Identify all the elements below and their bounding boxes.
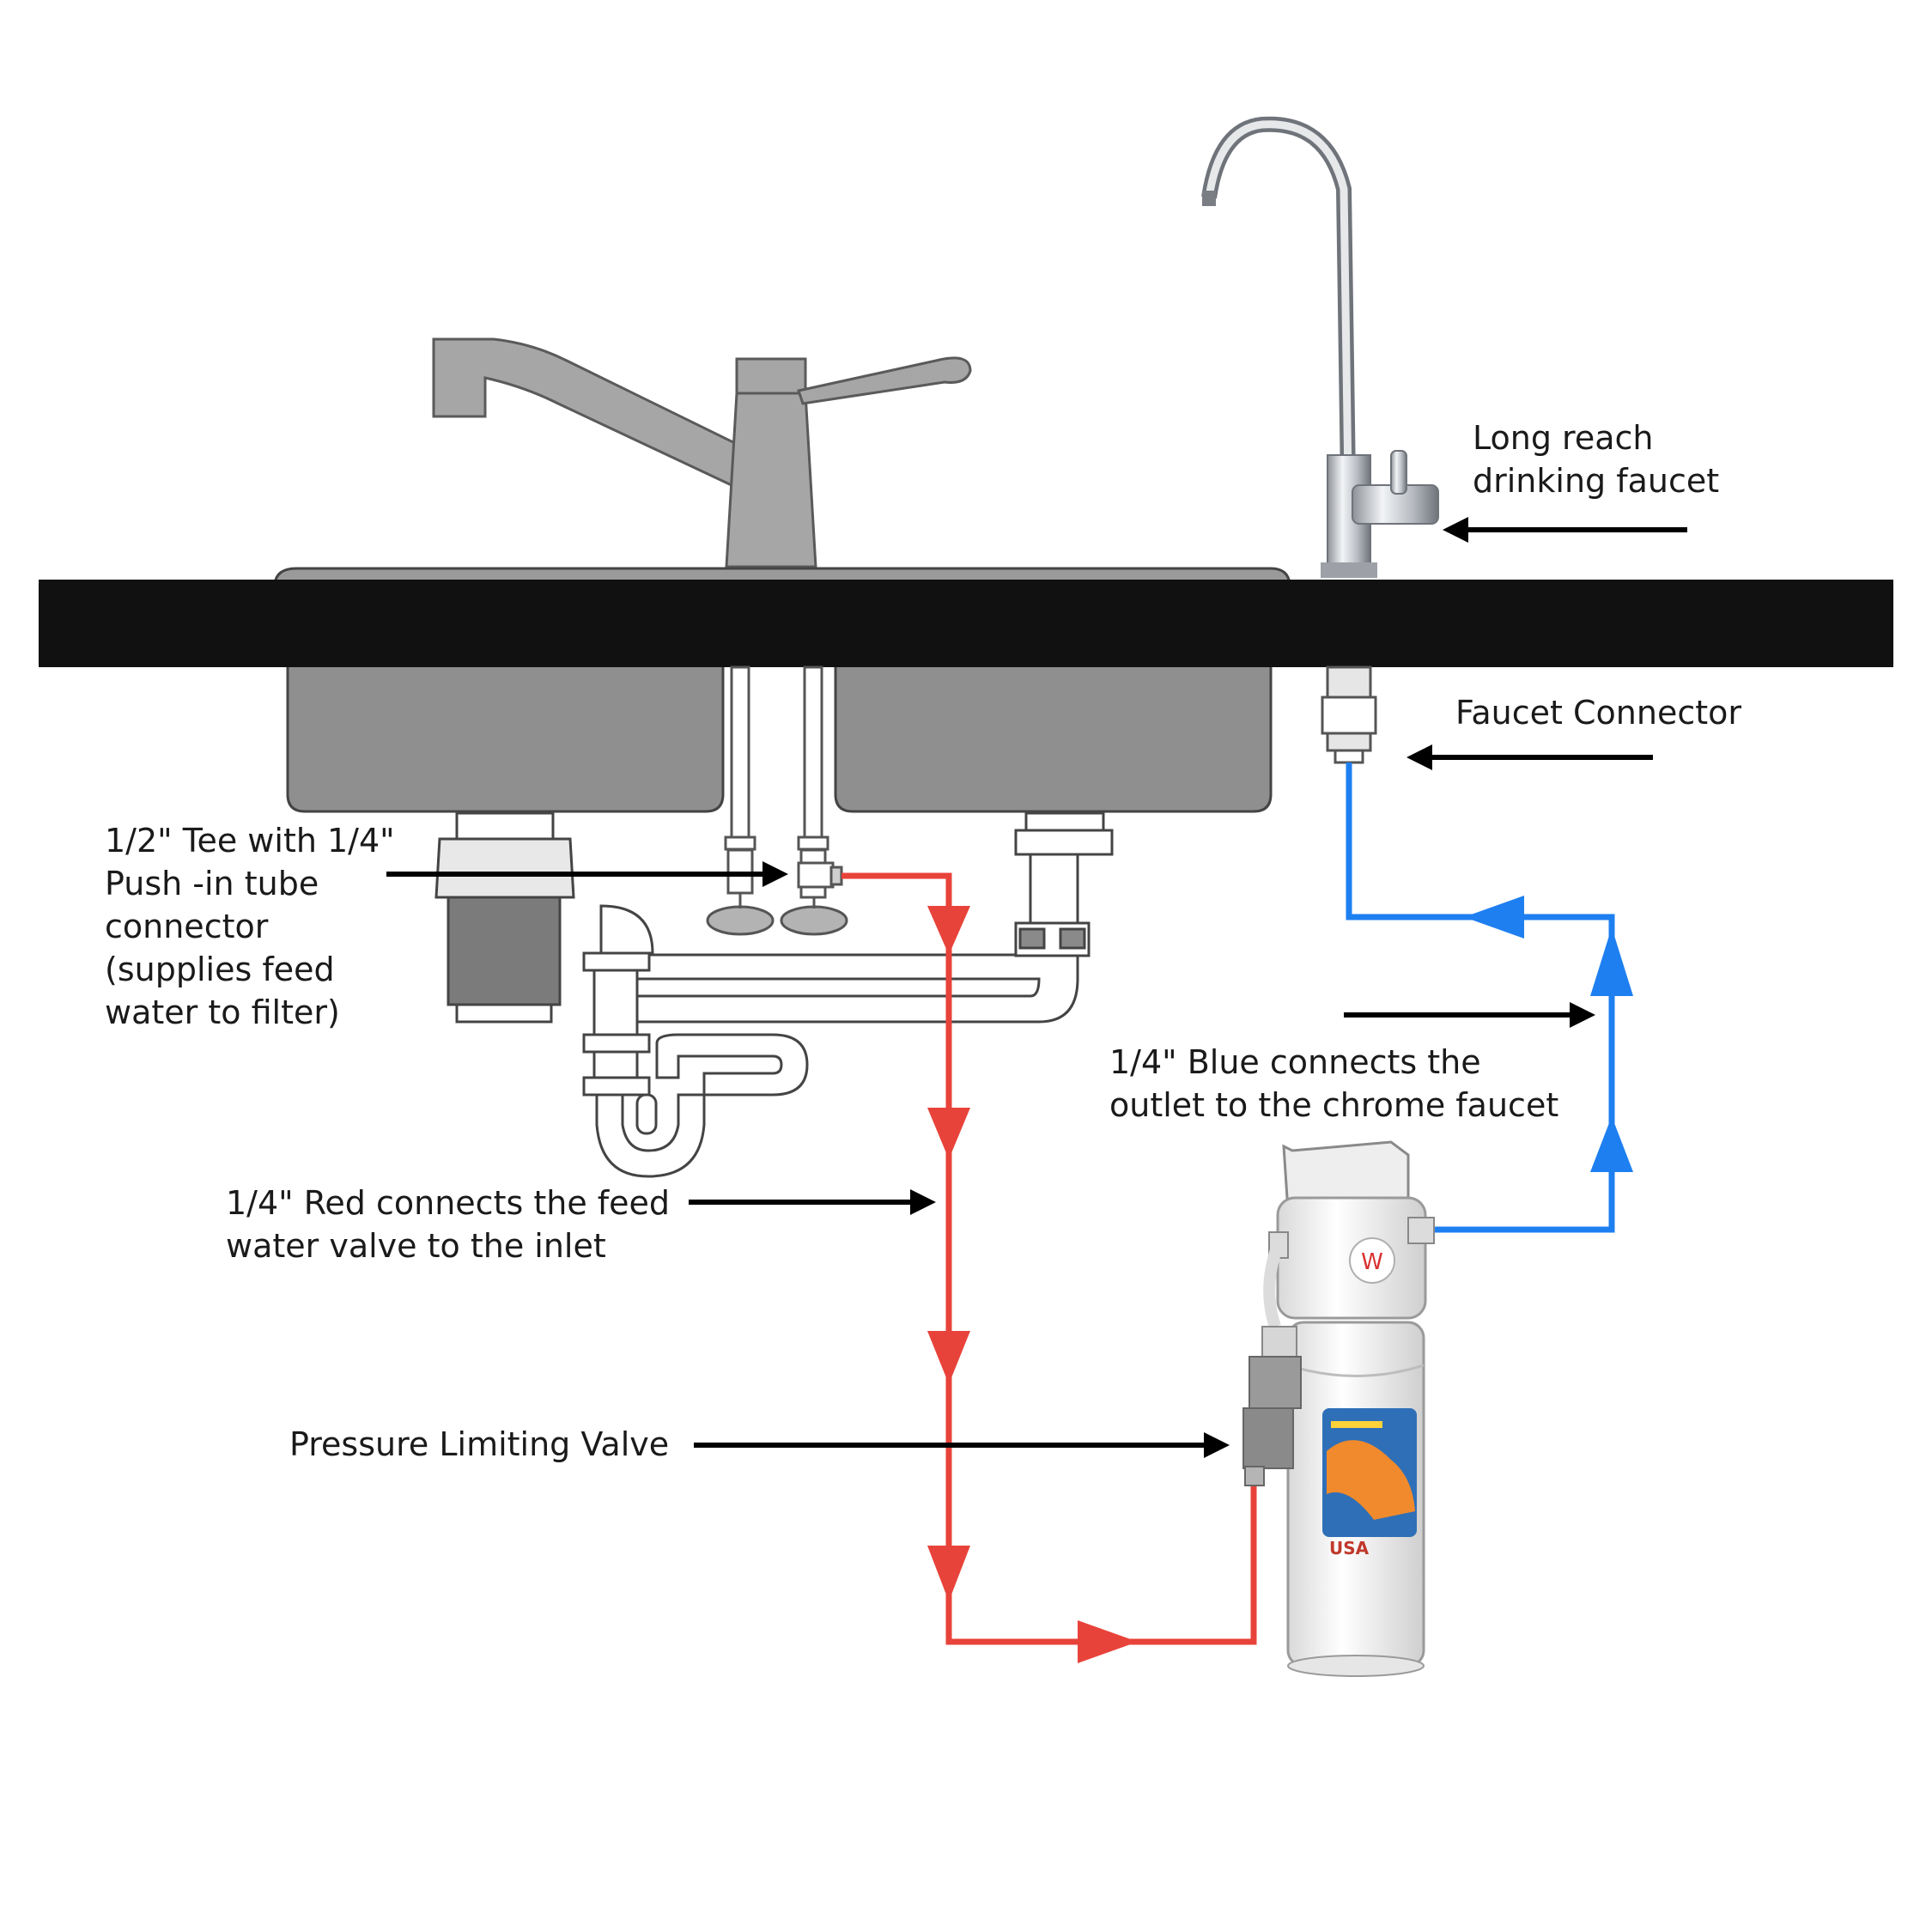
label-line: connector [105,908,269,945]
label-line: Push -in tube [105,865,319,902]
label-line: water to filter) [105,993,340,1031]
supply-lines [706,665,848,936]
label-pressure-valve: Pressure Limiting Valve [289,1423,669,1466]
red-flow-arrow [927,1546,970,1601]
blue-flow-arrows [1464,896,1633,1172]
red-flow-arrows [927,906,1138,1663]
pointer-arrowhead [1570,1002,1595,1028]
pointer-arrowhead [1204,1432,1230,1458]
pointer-arrowhead [910,1189,936,1215]
label-blue-tube: 1/4" Blue connects the outlet to the chr… [1109,1041,1558,1127]
tee-connector [797,861,843,889]
red-flow-arrow [927,906,970,955]
label-line: 1/2" Tee with 1/4" [105,822,395,860]
blue-outlet-tube [1346,762,1615,1233]
label-long-reach-faucet: Long reach drinking faucet [1473,416,1719,502]
sink-basin-right [834,659,1273,813]
label-line: 1/4" Blue connects the [1109,1043,1481,1081]
pointer-arrowhead [762,861,788,887]
label-tee-connector: 1/2" Tee with 1/4" Push -in tube connect… [105,819,395,1034]
faucet-connector [1321,665,1377,764]
drinking-faucet-icon [1201,116,1439,578]
label-faucet-connector: Faucet Connector [1455,691,1741,734]
sink-basin-left [286,659,725,813]
label-line: drinking faucet [1473,462,1720,500]
red-flow-arrow [1078,1620,1138,1663]
drain-pipes [582,811,1114,1178]
label-line: outlet to the chrome faucet [1109,1086,1559,1124]
pressure-limiting-valve [1242,1242,1302,1486]
pointer-arrows [386,517,1687,1458]
water-filter-icon: W USA [1268,1140,1435,1677]
label-line: 1/4" Red connects the feed [226,1184,671,1222]
label-line: Pressure Limiting Valve [289,1425,670,1463]
label-line: (supplies feed [105,951,335,988]
blue-flow-arrow [1590,927,1633,996]
label-line: Faucet Connector [1455,694,1741,732]
kitchen-faucet-icon [432,337,972,568]
svg-text:W: W [1361,1249,1383,1275]
filter-brand-text: USA [1329,1538,1370,1558]
label-line: water valve to the inlet [226,1227,606,1265]
red-flow-arrow [927,1331,970,1384]
pointer-arrowhead [1406,744,1432,770]
blue-flow-arrow [1464,896,1524,939]
pointer-arrowhead [1443,517,1468,543]
red-feed-tube [841,872,1257,1645]
label-red-tube: 1/4" Red connects the feed water valve t… [226,1182,670,1267]
red-flow-arrow [927,1108,970,1159]
garbage-disposal [434,811,575,1024]
label-line: Long reach [1473,419,1654,457]
blue-flow-arrow [1590,1116,1633,1172]
countertop [39,580,1893,667]
